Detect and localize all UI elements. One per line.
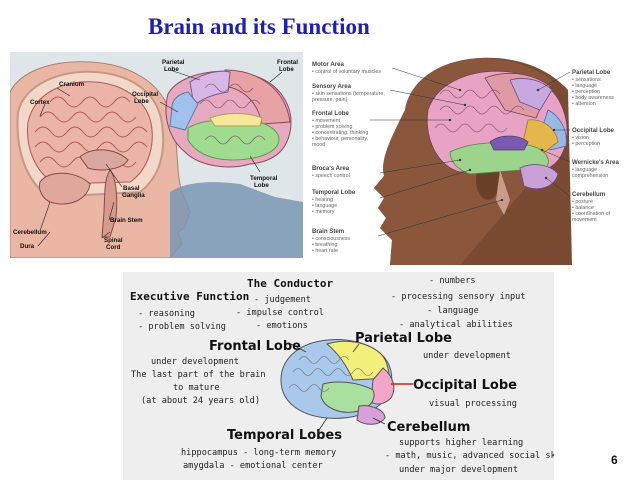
label-frontal-lobe: Frontal Lobe xyxy=(312,110,350,117)
label-cerebellum-item-2: • balance xyxy=(572,205,594,211)
label-frontal-item-1: • movement xyxy=(312,118,341,124)
label-wernickes-area: Wernicke's Area xyxy=(572,159,619,166)
label-cerebellum-item-4: movement xyxy=(572,217,597,223)
label-cortex: Cortex xyxy=(30,99,50,106)
label-parietal-2: Lobe xyxy=(164,66,179,73)
temporal-lobes-title: Temporal Lobes xyxy=(227,428,342,443)
label-temporal-item-3: • memory xyxy=(312,209,335,215)
label-brocas-area: Broca's Area xyxy=(312,165,350,172)
label-basal-2: Ganglia xyxy=(122,192,145,199)
parietal-lobe-title: Parietal Lobe xyxy=(355,331,452,346)
conductor-title: The Conductor xyxy=(247,277,333,290)
cerebellum-item-3: under major development xyxy=(399,465,518,475)
executive-item-1: - reasoning xyxy=(138,309,195,319)
occipital-lobe-title: Occipital Lobe xyxy=(413,378,517,393)
label-parietal-1: Parietal xyxy=(162,59,185,66)
cerebellum-item-2: - math, music, advanced social skills xyxy=(385,451,554,461)
right-labels: Parietal Lobe • sensations • language • … xyxy=(572,69,619,223)
parietal-fn-item-3: - language xyxy=(427,306,479,316)
label-motor-area: Motor Area xyxy=(312,61,345,68)
conductor-item-2: - impulse control xyxy=(236,308,324,318)
label-occipital-lobe: Occipital Lobe xyxy=(572,127,615,134)
label-temporal-2: Lobe xyxy=(254,182,269,189)
occipital-item-1: visual processing xyxy=(429,399,517,409)
page-number: 6 xyxy=(611,453,618,467)
brain-areas-diagram: Motor Area • control of voluntary muscle… xyxy=(310,50,630,265)
label-occipital-1: Occipital xyxy=(132,91,158,98)
cerebellum-title: Cerebellum xyxy=(387,420,470,435)
label-sensory-item-1: • skin sensations (temperature, xyxy=(312,91,385,97)
parietal-fn-item-2: - processing sensory input xyxy=(391,292,526,302)
label-cerebellum-item-1: • posture xyxy=(572,199,593,205)
parietal-fn-item-1: - numbers xyxy=(429,276,476,286)
brain-development-svg: Executive Function - reasoning - problem… xyxy=(130,276,554,475)
frontal-item-4: (at about 24 years old) xyxy=(141,396,260,406)
label-brainstem-item-1: • consciousness xyxy=(312,236,350,242)
conductor-item-3: - emotions xyxy=(256,321,308,331)
label-spinal-2: Cord xyxy=(106,244,121,251)
brain-anatomy-svg: Cranium Cortex Parietal Lobe Frontal Lob… xyxy=(10,59,303,258)
label-parietal-lobe: Parietal Lobe xyxy=(572,69,611,76)
label-temporal-item-1: • hearing xyxy=(312,197,333,203)
parietal-item-1: under development xyxy=(423,351,511,361)
temporal-item-1: hippocampus - long-term memory xyxy=(181,448,336,458)
slide-title: Brain and its Function xyxy=(148,14,370,39)
cerebellum-item-1: supports higher learning xyxy=(399,438,523,448)
label-basal-1: Basal xyxy=(123,185,140,192)
label-brain-stem: Brain Stem xyxy=(110,217,143,224)
label-cerebellum: Cerebellum xyxy=(572,191,606,198)
label-frontal-item-5: mood xyxy=(312,142,325,148)
label-parietal-item-2: • language xyxy=(572,83,597,89)
label-temporal-lobe: Temporal Lobe xyxy=(312,189,356,196)
label-spinal-1: Spinal xyxy=(104,237,123,244)
label-sensory-item-2: pressure, pain) xyxy=(312,97,348,103)
label-motor-item: • control of voluntary muscles xyxy=(312,69,381,75)
label-frontal-item-2: • problem solving xyxy=(312,124,352,130)
label-parietal-item-1: • sensations xyxy=(572,77,601,83)
frontal-lobe-title: Frontal Lobe xyxy=(209,339,301,354)
frontal-item-3: to mature xyxy=(173,383,220,393)
label-cerebellum-item-3: • coordination of xyxy=(572,211,611,217)
label-dura: Dura xyxy=(20,243,35,250)
label-frontal-2: Lobe xyxy=(279,66,294,73)
brain-areas-svg: Motor Area • control of voluntary muscle… xyxy=(312,57,619,265)
label-wernickes-item-1: • language xyxy=(572,167,597,173)
label-temporal-1: Temporal xyxy=(250,175,278,182)
frontal-item-2: The last part of the brain xyxy=(131,370,266,380)
brain-development-diagram: Executive Function - reasoning - problem… xyxy=(123,272,554,480)
label-parietal-item-3: • perception xyxy=(572,89,600,95)
label-brainstem-item-2: • breathing xyxy=(312,242,337,248)
label-cranium: Cranium xyxy=(59,81,85,88)
label-cerebellum: Cerebellum xyxy=(13,229,47,236)
conductor-item-1: - judgement xyxy=(254,295,311,305)
label-occipital-item-1: • vision xyxy=(572,135,589,141)
label-frontal-1: Frontal xyxy=(277,59,298,66)
temporal-item-2: amygdala - emotional center xyxy=(183,461,323,471)
executive-title: Executive Function xyxy=(130,290,249,303)
label-brocas-item: • speech control xyxy=(312,173,350,179)
parietal-fn-item-4: - analytical abilities xyxy=(399,320,513,330)
left-labels: Motor Area • control of voluntary muscle… xyxy=(312,61,385,254)
label-occipital-item-2: • perception xyxy=(572,141,600,147)
brain-anatomy-diagram: Cranium Cortex Parietal Lobe Frontal Lob… xyxy=(10,52,303,258)
executive-item-2: - problem solving xyxy=(138,322,226,332)
label-frontal-item-4: • behaviour, personality, xyxy=(312,136,368,142)
label-sensory-area: Sensory Area xyxy=(312,83,352,90)
label-wernickes-item-2: comprehension xyxy=(572,173,608,179)
label-temporal-item-2: • language xyxy=(312,203,337,209)
label-frontal-item-3: • concentrating, thinking xyxy=(312,130,368,136)
frontal-item-1: under development xyxy=(151,357,239,367)
label-parietal-item-4: • body awareness xyxy=(572,95,614,101)
label-brain-stem: Brain Stem xyxy=(312,228,345,235)
label-brainstem-item-3: • heart rate xyxy=(312,248,338,254)
label-occipital-2: Lobe xyxy=(134,98,149,105)
label-parietal-item-5: • attention xyxy=(572,101,596,107)
